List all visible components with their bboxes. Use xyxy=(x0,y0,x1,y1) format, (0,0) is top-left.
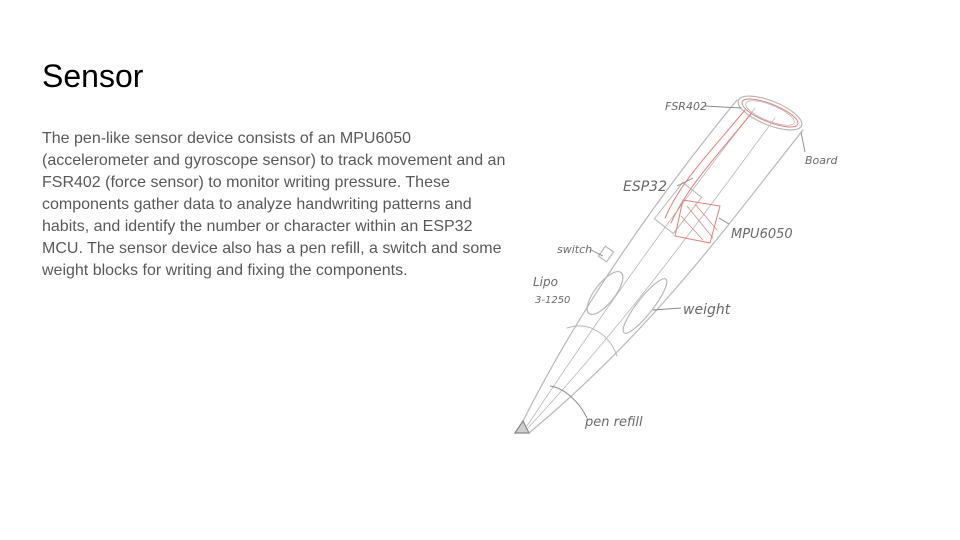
label-lipo: Lipo xyxy=(533,275,558,289)
label-weight: weight xyxy=(683,302,731,318)
weight-block xyxy=(618,274,672,337)
fsr-wire xyxy=(665,110,745,218)
label-esp32: ESP32 xyxy=(623,179,667,195)
leader-fsr xyxy=(705,106,741,108)
label-board: Board xyxy=(805,154,839,167)
pen-cap xyxy=(734,89,806,137)
pen-body-inner-line xyxy=(527,108,755,426)
pen-body-left-edge xyxy=(523,100,737,421)
pen-body-right-edge xyxy=(529,130,803,433)
fsr-sensor xyxy=(739,93,801,132)
mpu6050-hatch xyxy=(681,204,717,240)
leader-pen-refill xyxy=(550,386,587,418)
leader-mpu xyxy=(719,218,729,224)
pen-tip xyxy=(515,421,529,433)
pen-sensor-sketch: FSR402 Board ESP32 MPU6050 switch Lipo 3… xyxy=(505,88,850,450)
label-lipo-capacity: 3-1250 xyxy=(535,295,570,306)
label-pen-refill: pen refill xyxy=(584,415,643,430)
label-mpu6050: MPU6050 xyxy=(731,227,793,242)
slide-body-text: The pen-like sensor device consists of a… xyxy=(42,128,507,282)
pen-body-inner-line-2 xyxy=(528,118,775,428)
switch-component xyxy=(598,246,613,262)
label-switch: switch xyxy=(557,243,592,256)
label-fsr402: FSR402 xyxy=(665,100,707,113)
slide-title: Sensor xyxy=(42,56,143,96)
leader-board xyxy=(801,132,805,152)
